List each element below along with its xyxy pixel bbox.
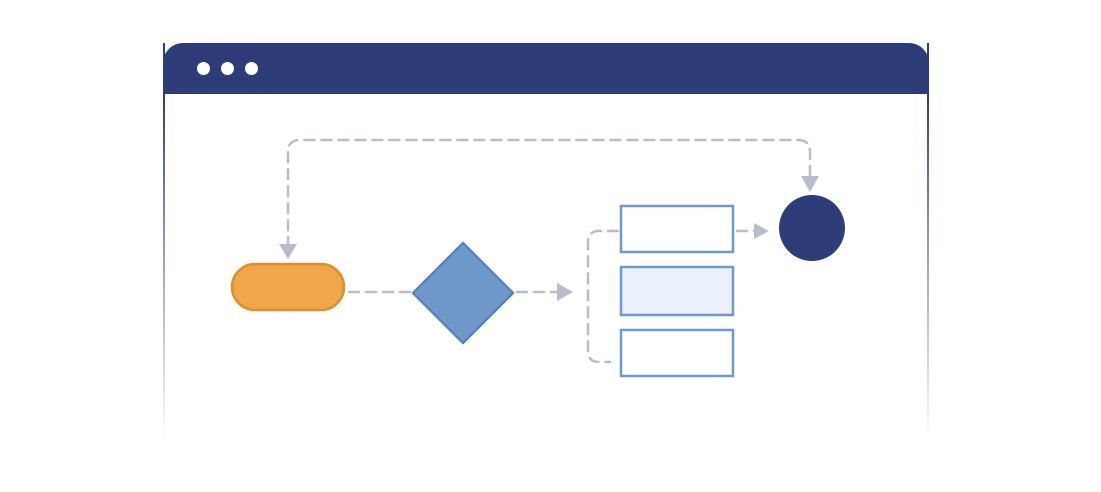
process-node-3 (619, 328, 735, 378)
arrow-right-icon (557, 283, 573, 301)
arrow-down-icon (801, 176, 819, 192)
process-node-1 (619, 204, 735, 254)
process-group-bracket (586, 229, 620, 364)
loop-connector (286, 138, 812, 248)
arrow-down-icon (279, 244, 297, 259)
process-node-2 (619, 265, 735, 317)
decision-node (411, 241, 515, 345)
end-node (779, 195, 845, 261)
start-node (230, 262, 346, 312)
arrow-right-icon (754, 223, 769, 239)
